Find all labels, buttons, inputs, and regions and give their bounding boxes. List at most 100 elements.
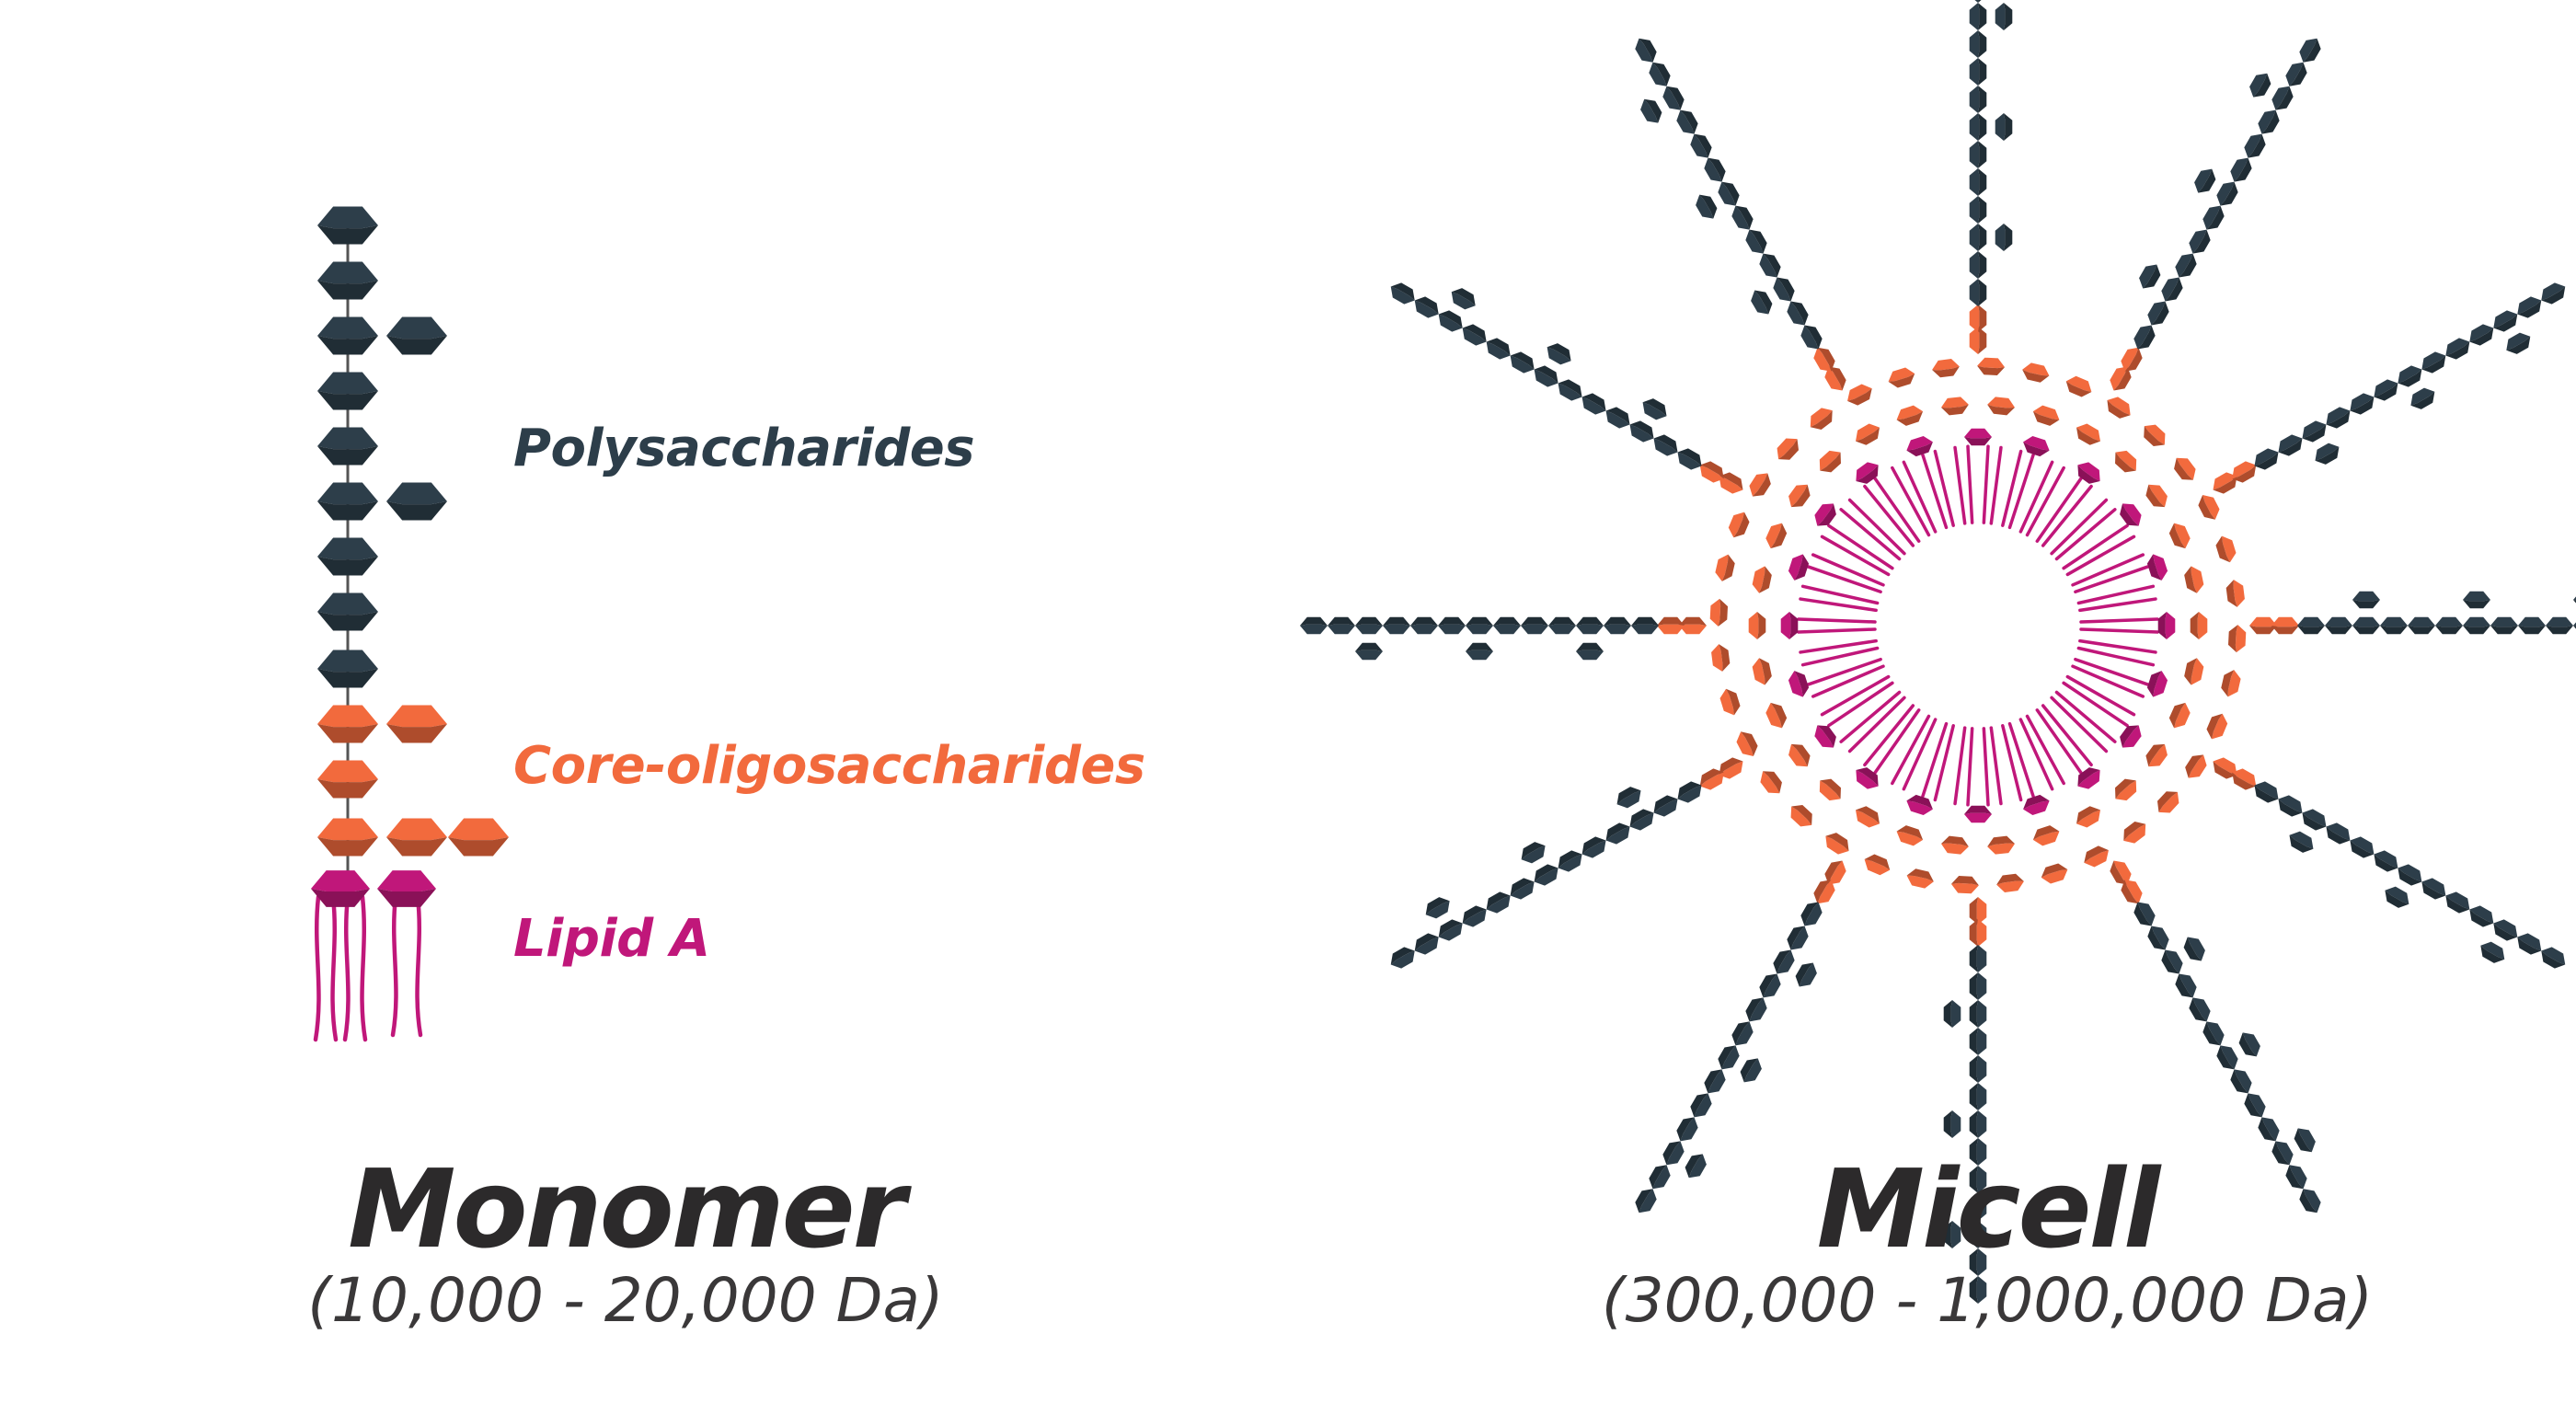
micell-polysaccharide-unit-icon	[2546, 616, 2573, 635]
micell-polysaccharide-unit-icon	[1969, 1166, 1987, 1193]
polysaccharide-unit-icon	[317, 537, 378, 576]
micell-polysaccharide-unit-icon	[1653, 434, 1678, 456]
micell-polysaccharide-unit-icon	[2421, 351, 2446, 374]
micell-lipid-tail	[2018, 718, 2054, 791]
micell-polysaccharide-unit-icon	[1745, 229, 1767, 254]
micell-polysaccharide-branch-icon	[1547, 343, 1571, 365]
micell-lipid-head-icon	[2146, 671, 2168, 697]
micell-core-unit-icon	[1825, 833, 1849, 855]
micell-lipid-tail	[1902, 460, 1938, 534]
micell-polysaccharide-branch-icon	[1995, 224, 2013, 251]
micell-polysaccharide-unit-icon	[2469, 324, 2494, 346]
micell-core-stem-icon	[1969, 897, 1987, 925]
micell-polysaccharide-branch-icon	[1995, 113, 2013, 141]
polysaccharides-label: Polysaccharides	[513, 419, 975, 478]
polysaccharide-unit-icon	[317, 482, 378, 521]
micell-polysaccharide-branch-icon	[2294, 1128, 2316, 1153]
micell-lipid-tail	[2050, 696, 2109, 753]
micell-polysaccharide-unit-icon	[2244, 1093, 2266, 1118]
micell-lipid-tail	[1933, 724, 1955, 802]
polysaccharide-branch-icon	[386, 316, 447, 355]
micell-polysaccharide-unit-icon	[1759, 973, 1781, 998]
micell-polysaccharide-branch-icon	[2183, 937, 2205, 961]
micell-lipid-tail	[2076, 646, 2156, 667]
micell-core-stem-icon	[2121, 880, 2143, 904]
micell-polysaccharide-unit-icon	[2271, 1141, 2294, 1166]
micell-lipid-tail	[1863, 704, 1915, 767]
micell-polysaccharide-branch-icon	[2139, 264, 2161, 289]
micell-lipid-tail	[2076, 584, 2156, 605]
polysaccharide-branch-icon	[386, 482, 447, 521]
micell-polysaccharide-unit-icon	[1969, 1110, 1987, 1138]
micell-polysaccharide-unit-icon	[2133, 902, 2156, 926]
micell-lipid-head-icon	[1780, 612, 1799, 639]
micell-core-unit-icon	[1719, 688, 1741, 716]
polysaccharide-unit-icon	[317, 206, 378, 245]
micell-core-unit-icon	[1819, 778, 1841, 801]
micell-lipid-tail	[2065, 535, 2136, 577]
micell-core-stem-icon	[1679, 616, 1707, 635]
micell-polysaccharide-unit-icon	[1969, 113, 1987, 141]
micell-core-unit-icon	[2022, 362, 2050, 383]
micell-lipid-tail	[1839, 508, 1902, 561]
micell-lipid-tail	[1966, 727, 1974, 807]
micell-core-unit-icon	[1788, 484, 1811, 508]
micell-polysaccharide-unit-icon	[1969, 224, 1987, 251]
micell-polysaccharide-branch-icon	[2194, 168, 2216, 193]
micell-polysaccharide-unit-icon	[1300, 616, 1328, 635]
micell-polysaccharide-unit-icon	[1704, 157, 1726, 182]
micell-lipid-tail	[1797, 617, 1877, 624]
micell-polysaccharide-unit-icon	[1773, 949, 1795, 974]
micell-core-unit-icon	[2076, 423, 2100, 445]
micell-polysaccharide-unit-icon	[1731, 205, 1754, 230]
micell-core-stem-icon	[1813, 880, 1835, 904]
micell-lipid-head-icon	[1906, 435, 1933, 457]
micell-core-stem-icon	[1657, 616, 1685, 635]
micell-polysaccharide-unit-icon	[1969, 3, 1987, 30]
micell-lipid-tail	[1891, 714, 1931, 786]
micell-lipid-tail	[1820, 674, 1891, 717]
micell-core-unit-icon	[2123, 822, 2146, 844]
micell-lipid-head-icon	[1814, 725, 1836, 748]
micell-polysaccharide-branch-icon	[2463, 591, 2490, 609]
micell-polysaccharide-unit-icon	[1745, 997, 1767, 1022]
micell-polysaccharide-unit-icon	[1690, 1093, 1712, 1118]
micell-polysaccharide-unit-icon	[2421, 878, 2446, 900]
micell-lipid-head-icon	[2077, 462, 2100, 484]
micell-polysaccharide-unit-icon	[2278, 795, 2303, 817]
micell-core-unit-icon	[2174, 457, 2196, 480]
micell-polysaccharide-branch-icon	[2480, 941, 2505, 963]
micell-polysaccharide-unit-icon	[2189, 229, 2211, 254]
micell-polysaccharide-unit-icon	[1800, 902, 1823, 926]
micell-polysaccharide-unit-icon	[1390, 947, 1415, 969]
micell-lipid-tail	[2035, 708, 2083, 775]
micell-lipid-tail	[2025, 714, 2065, 786]
micell-lipid-tail	[2071, 553, 2145, 587]
micell-polysaccharide-unit-icon	[2469, 905, 2494, 927]
micell-polysaccharide-unit-icon	[2161, 277, 2183, 302]
micell-core-stem-icon	[1719, 757, 1743, 779]
micell-core-unit-icon	[1760, 771, 1782, 794]
micell-core-unit-icon	[2065, 375, 2092, 397]
micell-core-unit-icon	[1856, 423, 1880, 445]
micell-core-stem-icon	[2271, 616, 2299, 635]
micell-lipid-tail	[1839, 690, 1902, 743]
micell-core-unit-icon	[1888, 367, 1915, 388]
micell-lipid-tail	[1863, 484, 1915, 547]
micell-polysaccharide-unit-icon	[1462, 905, 1487, 927]
micell-polysaccharide-unit-icon	[1969, 0, 1987, 3]
micell-lipid-head-icon	[2120, 725, 2142, 748]
micell-core-unit-icon	[1752, 566, 1772, 593]
micell-polysaccharide-unit-icon	[1635, 1189, 1657, 1213]
micell-polysaccharide-unit-icon	[2374, 850, 2398, 872]
micell-polysaccharide-unit-icon	[2398, 864, 2422, 886]
micell-polysaccharide-unit-icon	[2230, 157, 2252, 182]
micell-lipid-head-icon	[1814, 503, 1836, 526]
micell-lipid-tail	[2025, 466, 2065, 537]
micell-polysaccharide-unit-icon	[2175, 253, 2197, 278]
micell-core-unit-icon	[1777, 438, 1800, 460]
micell-polysaccharide-unit-icon	[1969, 972, 1987, 1000]
micell-polysaccharide-unit-icon	[1486, 891, 1511, 914]
lipid-tail	[313, 894, 321, 1042]
micell-polysaccharide-branch-icon	[2315, 443, 2340, 465]
